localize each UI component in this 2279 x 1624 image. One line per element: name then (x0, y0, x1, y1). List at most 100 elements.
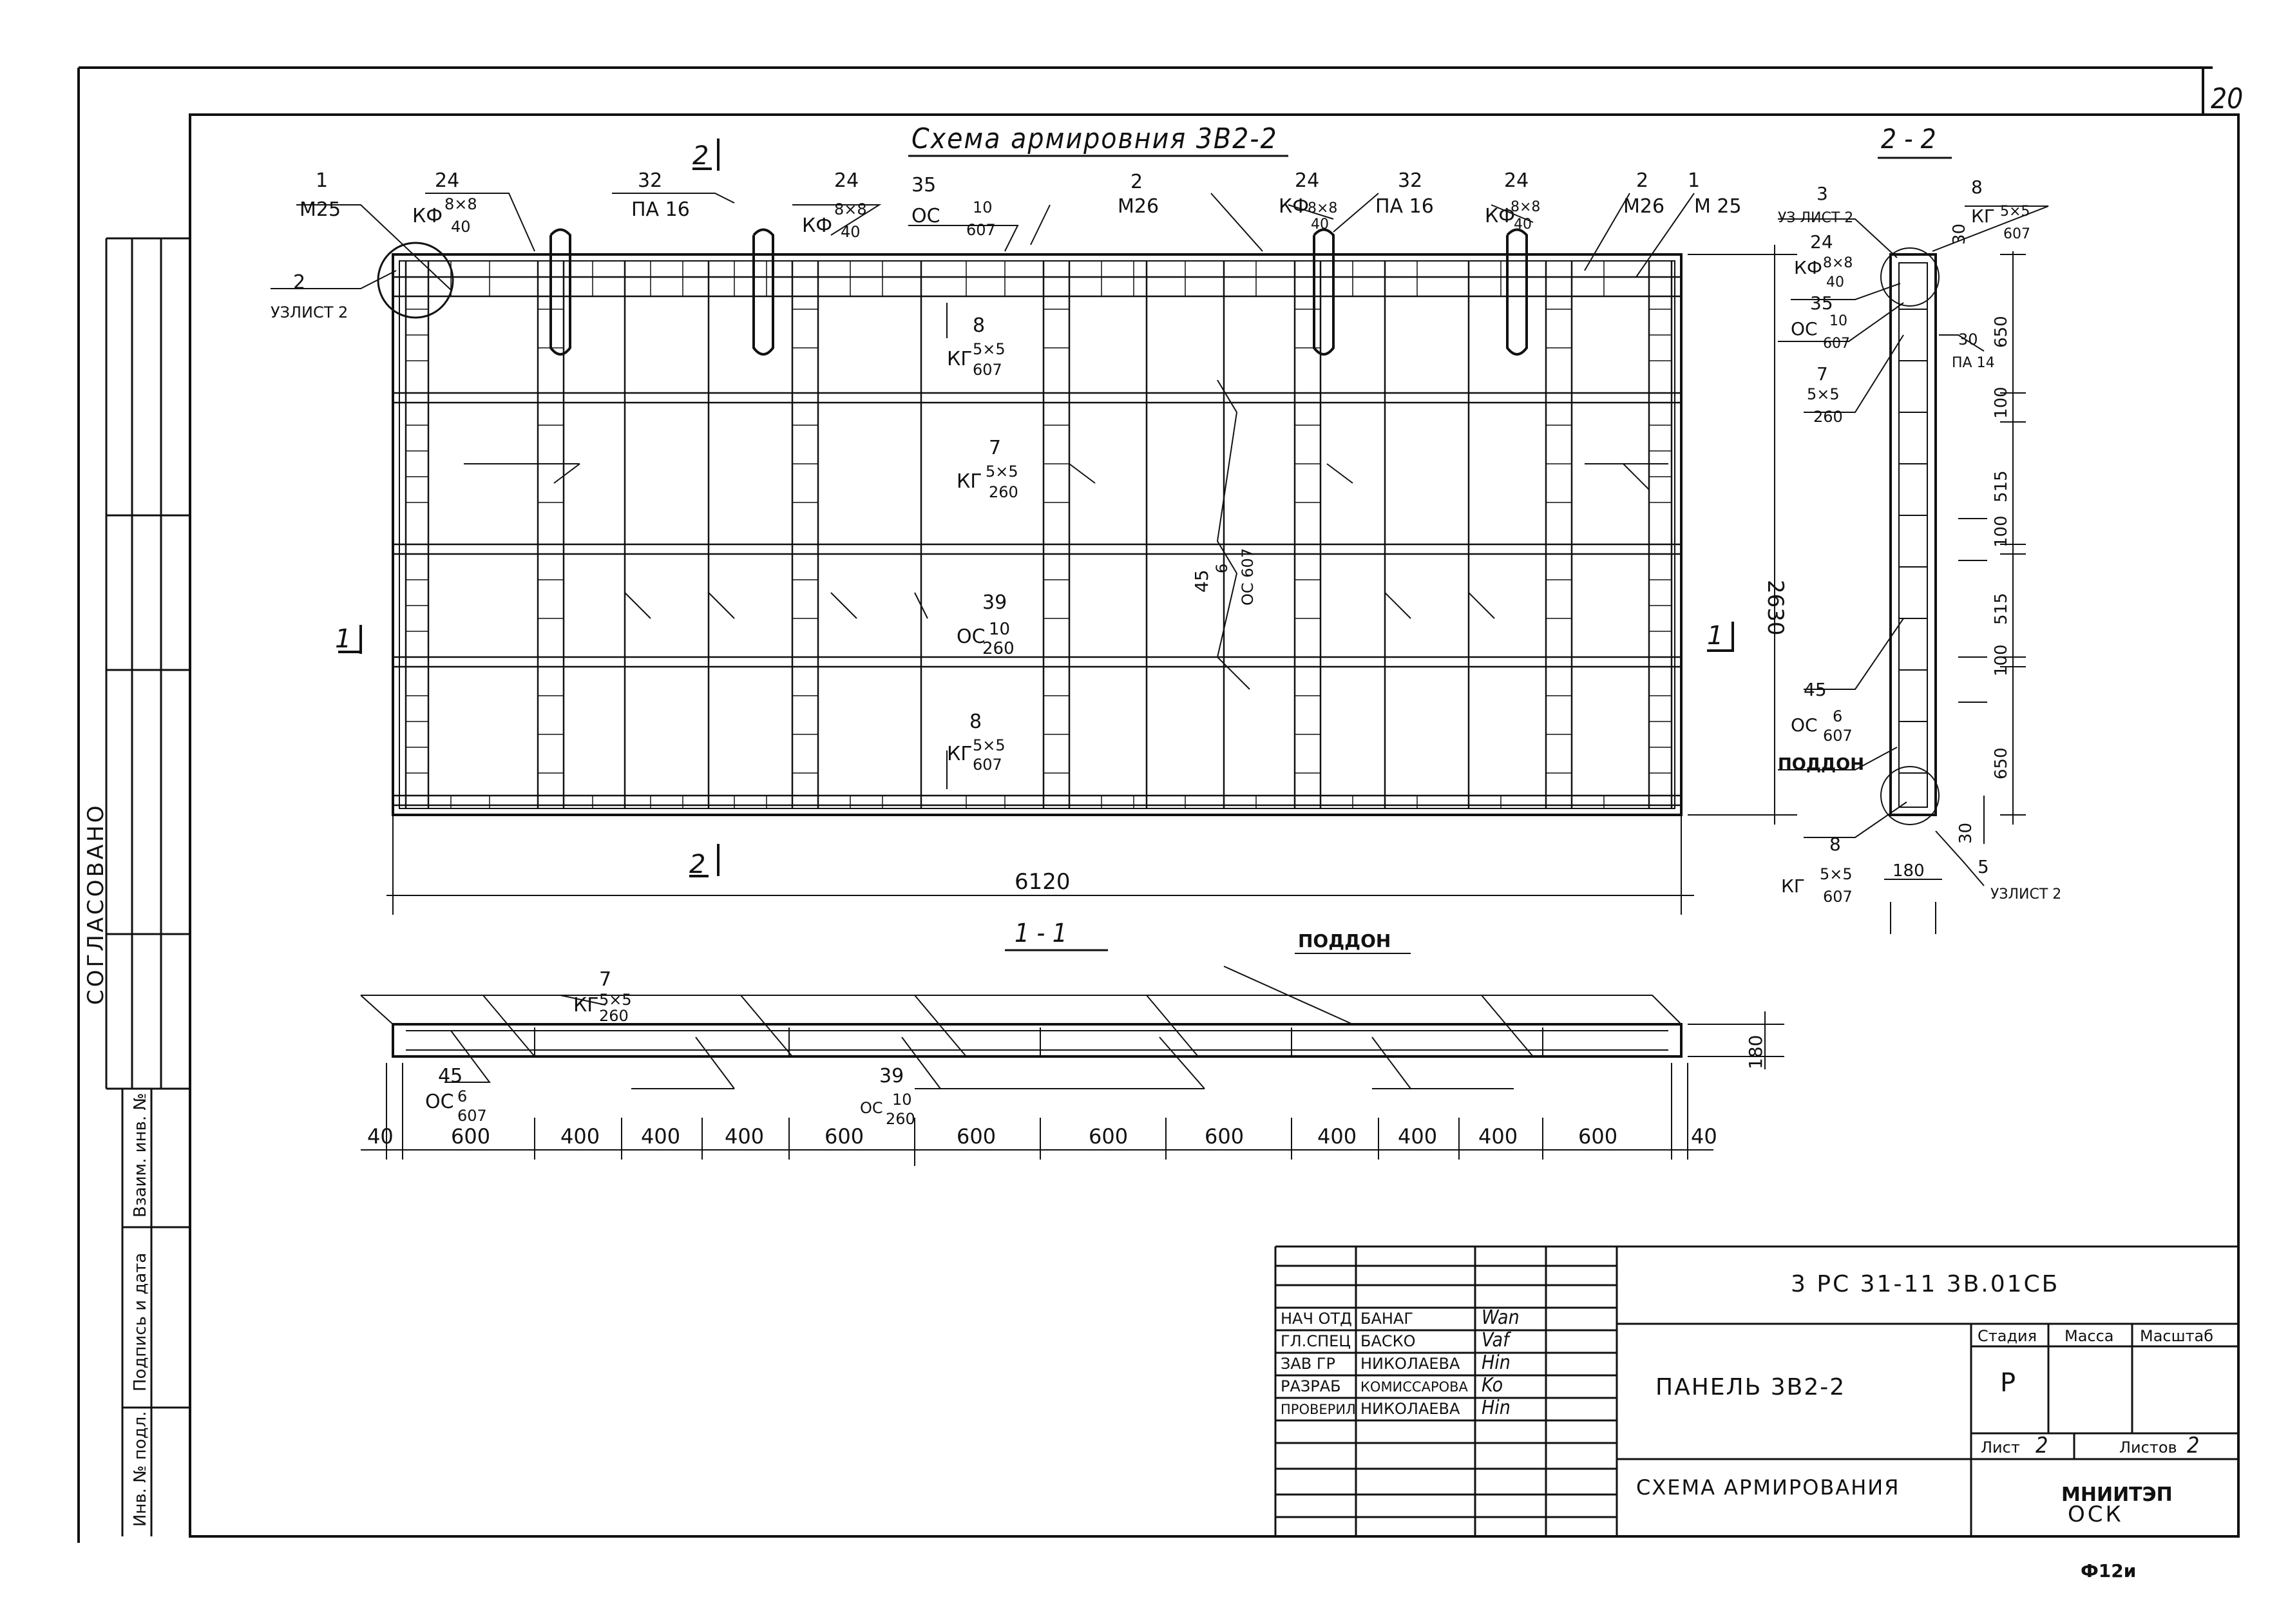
stamp-sign-4: Hin (1482, 1397, 1511, 1419)
section22-dim-line (2000, 251, 2026, 825)
callout-7-text: М26 (1118, 195, 1159, 218)
stamp-role-1: ГЛ.СПЕЦ (1281, 1332, 1351, 1350)
section11-inner (406, 966, 1668, 1089)
s11-callout-2-num: 45 (438, 1065, 462, 1087)
stamp-sign-0: Wan (1482, 1306, 1520, 1329)
s11-dim-8: 600 (1205, 1124, 1244, 1149)
s22-dim-5: 515 (1992, 593, 2011, 625)
s11-callout-2-frac-num: 6 (457, 1087, 467, 1105)
callout-15-frac-den: 260 (982, 639, 1015, 658)
s22-callout-2-num: 24 (1810, 231, 1833, 253)
callout-2-text: УЗЛИСТ 2 (271, 303, 348, 321)
stamp-doc-code: 3 РС 31-11 3В.01СБ (1791, 1271, 2059, 1297)
callout-12-text: М 25 (1694, 195, 1742, 218)
s22-callout-10-text: УЗЛИСТ 2 (1990, 886, 2061, 903)
s22-dim-9: 180 (1893, 861, 1925, 881)
drawing-title: Схема армировния 3В2-2 (908, 122, 1288, 157)
stamp-sign-1: Vaf (1482, 1329, 1511, 1352)
inv-orig-label: Инв. № подл. (131, 1411, 150, 1527)
s22-callout-5-text: ОС (1791, 714, 1818, 736)
s11-callout-3-num: 39 (879, 1065, 904, 1087)
callout-14-frac-den: 260 (989, 483, 1018, 501)
callout-4-num: 32 (638, 169, 662, 192)
s11-dim-10: 400 (1398, 1124, 1437, 1149)
s22-dim-3: 515 (1992, 470, 2011, 502)
s22-callout-4-num: 7 (1817, 363, 1828, 385)
stamp-sign-2: Hin (1482, 1352, 1511, 1374)
section11-dim-line (361, 1063, 1713, 1166)
s11-callout-2-frac-den: 607 (457, 1107, 487, 1125)
section-marks: 1 1 2 2 (335, 141, 1723, 879)
section22-ladder (1880, 247, 1987, 825)
s22-callout-7-num: 8 (1971, 177, 1983, 198)
callout-6-frac-num: 10 (973, 198, 993, 216)
section22-dims: 30 650 100 515 100 515 100 650 30 180 (1893, 224, 2011, 881)
callout-16-num: 8 (969, 711, 982, 733)
s22-dim-7: 650 (1992, 747, 2011, 779)
s22-callout-9-text: ПА 14 (1952, 355, 1995, 371)
stamp-name-0: БАНАГ (1360, 1310, 1413, 1328)
callout-6-text: ОС (911, 205, 940, 227)
s11-dim-4: 400 (725, 1124, 764, 1149)
s22-callout-3-frac-den: 607 (1823, 336, 1850, 352)
callout-13-frac-den: 607 (973, 361, 1002, 379)
callout-16-text: КГ (947, 743, 973, 765)
plan-width-dim: 6120 (1015, 869, 1071, 895)
callout-2-num: 2 (293, 271, 305, 294)
s22-callout-5-frac-den: 607 (1823, 727, 1853, 745)
section-mark-bottom: 2 (689, 850, 705, 879)
title-block: 3 РС 31-11 3В.01СБ НАЧ ОТД БАНАГ Wan ГЛ.… (1274, 1245, 2238, 1536)
section-mark-right: 1 (1707, 621, 1723, 651)
s22-callout-10-num: 5 (1978, 856, 1989, 877)
s22-poddon: ПОДДОН (1778, 755, 1864, 774)
callout-9-text: ПА 16 (1375, 195, 1434, 218)
stamp-role-2: ЗАВ ГР (1281, 1355, 1335, 1373)
s11-callout-1-frac-num: 5×5 (599, 991, 632, 1009)
s11-dim-13: 40 (1691, 1124, 1717, 1149)
s11-callout-3-frac-den: 260 (886, 1110, 915, 1128)
stamp-sheet-value: 2 (2036, 1433, 2048, 1458)
stamp-sheet-label: Лист (1981, 1438, 2020, 1457)
s22-callout-8-frac-num: 5×5 (1820, 865, 1853, 883)
plan-height-dim: 2630 (1762, 580, 1788, 636)
callout-17-frac-num: 6 (1213, 564, 1231, 573)
callout-14-num: 7 (989, 437, 1001, 459)
s22-dim-0: 30 (1950, 224, 1969, 245)
callout-3-text: КФ (412, 205, 443, 227)
callout-1-num: 1 (316, 169, 328, 192)
s22-callout-1-text: УЗ ЛИСТ 2 (1778, 210, 1853, 226)
callout-7-num: 2 (1130, 171, 1143, 193)
callout-5-frac-den: 40 (841, 223, 861, 241)
s22-callout-7-frac-den: 607 (2003, 226, 2030, 242)
inv-replace-label: Взаим. инв. № (131, 1093, 150, 1218)
stamp-org-2: ОСК (2068, 1502, 2124, 1527)
section11-poddon: ПОДДОН (1298, 930, 1391, 951)
stamp-scale-header: Масштаб (2140, 1327, 2213, 1345)
s11-dim-6: 600 (957, 1124, 996, 1149)
plan-view: 1 М25 2 УЗЛИСТ 2 24 КФ 8×8 40 32 ПА 16 2… (271, 139, 1797, 915)
callout-8-frac-den: 40 (1311, 216, 1329, 233)
lifting-loops (549, 228, 1528, 356)
plan-dimensions (386, 245, 1797, 915)
s22-dim-8: 30 (1956, 823, 1976, 844)
callout-11-num: 2 (1636, 169, 1648, 192)
callout-4-text: ПА 16 (631, 198, 690, 221)
s11-callout-1-frac-den: 260 (599, 1007, 629, 1025)
rebar-grid (393, 261, 1681, 808)
section-mark-lines (338, 139, 1734, 877)
s11-dim-0: 40 (367, 1124, 394, 1149)
s11-callout-2-text: ОС (425, 1091, 454, 1113)
callout-10-frac-den: 40 (1514, 216, 1532, 233)
callout-10-frac-num: 8×8 (1511, 199, 1540, 215)
stamp-mass-header: Масса (2064, 1327, 2114, 1345)
s22-callout-1-num: 3 (1817, 183, 1828, 204)
s22-callout-8-num: 8 (1829, 834, 1841, 855)
s22-callout-3-text: ОС (1791, 318, 1818, 339)
callout-6-num: 35 (911, 174, 936, 196)
s22-dim-6: 100 (1992, 644, 2011, 676)
callout-17-frac-den: ОС 607 (1239, 548, 1257, 606)
s22-dim-1: 650 (1992, 316, 2011, 348)
callout-11-text: М26 (1623, 195, 1664, 218)
callout-leaders (271, 193, 1695, 789)
